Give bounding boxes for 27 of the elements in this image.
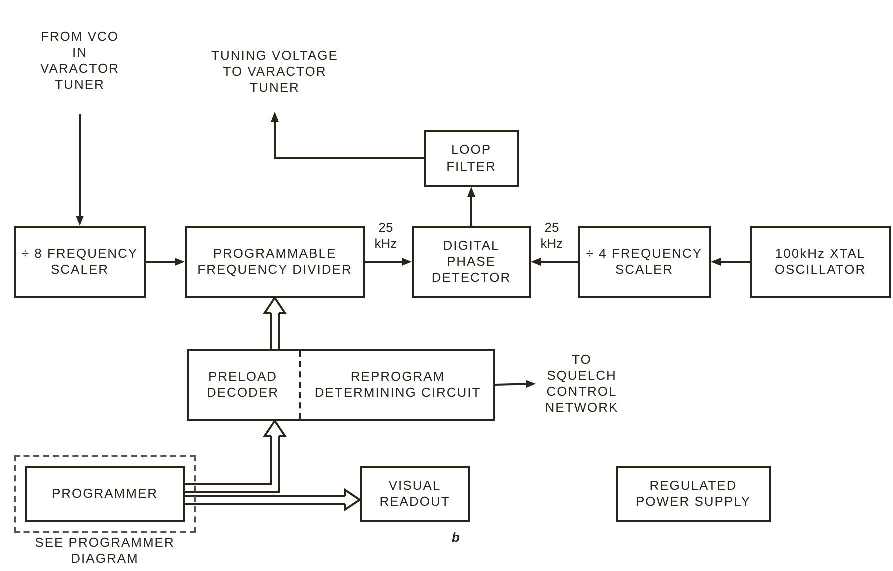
split-block-box [187,349,495,421]
block-label: TUNING VOLTAGE TO VARACTOR TUNER [210,48,340,96]
dashed-group-frame [14,455,196,533]
block-box [185,226,365,298]
block-label: PROGRAMMER [52,486,158,502]
block-box [578,226,711,298]
block-box [424,130,519,187]
block-label: ÷ 8 FREQUENCY SCALER [20,246,140,278]
block-label: VISUAL READOUT [378,478,452,510]
figure-letter: b [452,530,460,545]
block-box [25,466,185,522]
block-label: TO SQUELCH CONTROL NETWORK [544,352,620,416]
block-label: 100kHz XTAL OSCILLATOR [774,246,868,278]
block-label: PROGRAMMABLE FREQUENCY DIVIDER [196,246,354,278]
block-box [616,466,771,522]
block-label: REGULATED POWER SUPPLY [634,478,752,510]
node-label: SEE PROGRAMMER DIAGRAM [34,535,176,566]
block-box [750,226,891,298]
block-label: LOOP FILTER [446,142,498,175]
block-label: DIGITAL PHASE DETECTOR [430,238,512,286]
block-label: ÷ 4 FREQUENCY SCALER [585,246,704,278]
block-box [360,466,470,522]
block-box [412,226,531,298]
block-label: PRELOAD DECODER [206,368,280,402]
block-label: REPROGRAM DETERMINING CIRCUIT [314,368,482,402]
block-box [14,226,146,298]
block-label: FROM VCO IN VARACTOR TUNER [39,28,121,94]
